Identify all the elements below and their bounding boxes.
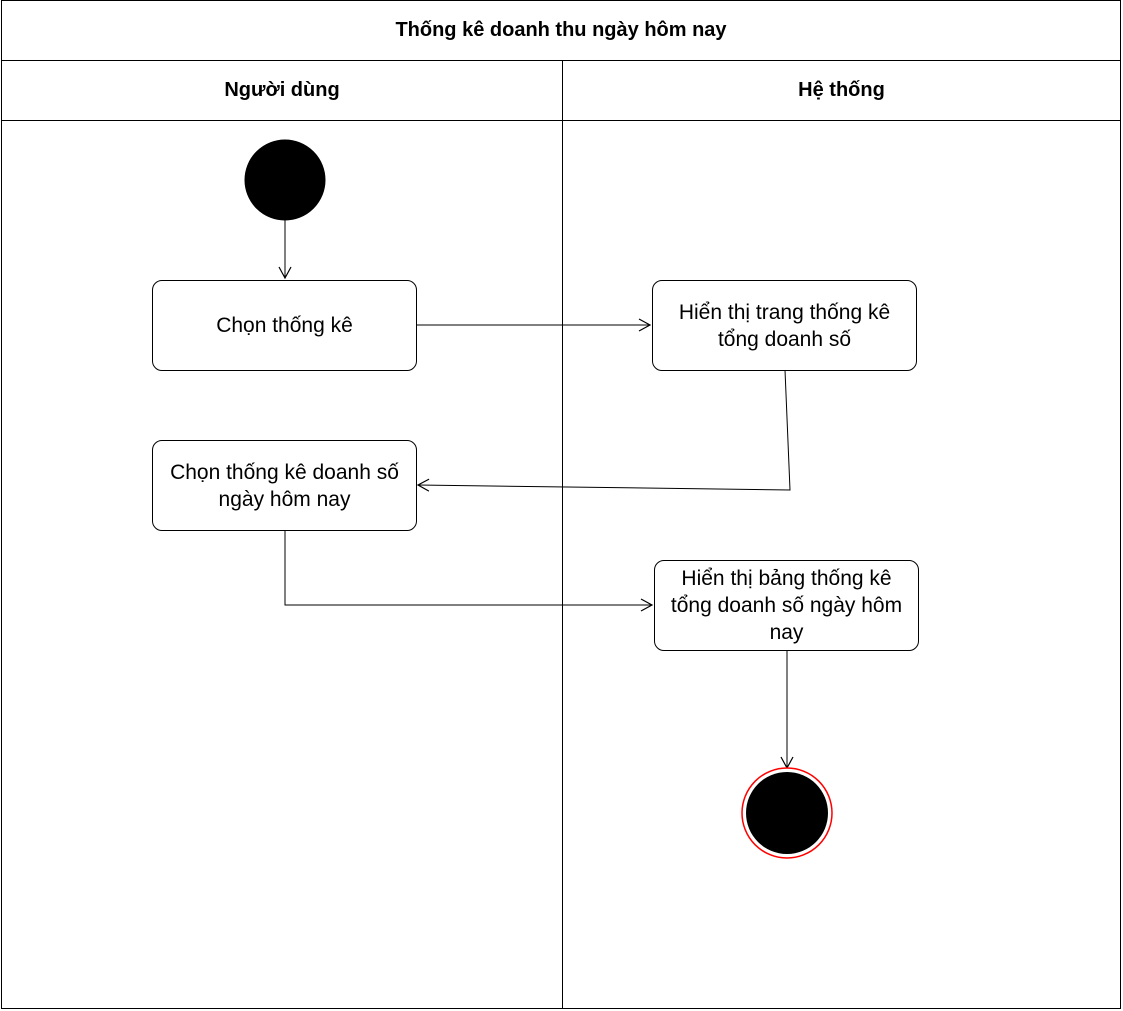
lane-divider	[562, 120, 563, 1009]
action-show-today-table: Hiển thị bảng thống kê tổng doanh số ngà…	[654, 560, 919, 651]
action-show-stats-page: Hiển thị trang thống kê tổng doanh số	[652, 280, 917, 371]
action-show-today-table-label: Hiển thị bảng thống kê tổng doanh số ngà…	[670, 567, 903, 644]
edge-choose-today-to-show-table	[284, 530, 654, 612]
action-choose-stats-label: Chọn thống kê	[216, 314, 353, 337]
start-node	[244, 139, 326, 221]
edge-show-page-to-choose-today	[416, 369, 791, 492]
action-show-stats-page-label: Hiển thị trang thống kê tổng doanh số	[678, 300, 891, 351]
action-choose-today-sales-label: Chọn thống kê doanh số ngày hôm nay	[170, 460, 399, 511]
end-node-core	[746, 772, 828, 854]
action-choose-stats: Chọn thống kê	[152, 280, 417, 371]
action-choose-today-sales: Chọn thống kê doanh số ngày hôm nay	[152, 440, 417, 531]
lane-header-system: Hệ thống	[562, 60, 1121, 121]
